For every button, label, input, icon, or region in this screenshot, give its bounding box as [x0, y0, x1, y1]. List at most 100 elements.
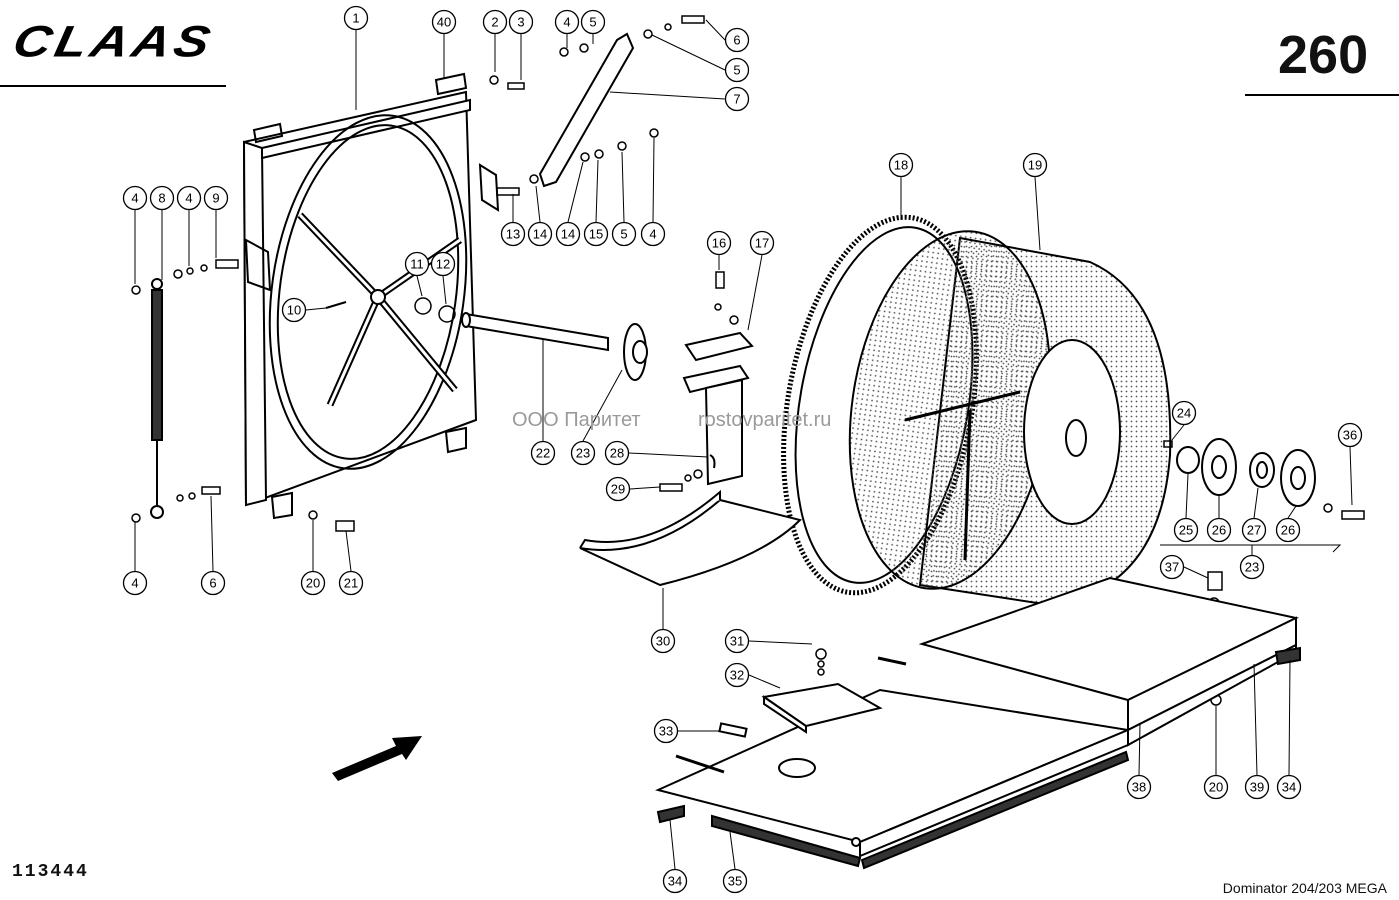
- callout-circle: [604, 440, 630, 466]
- callout-circle: [583, 221, 609, 247]
- base-plate: [654, 576, 1301, 870]
- fasteners: [131, 15, 1365, 706]
- callout-number: 12: [436, 257, 450, 272]
- callout-number: 4: [131, 576, 138, 591]
- callout-circle: [724, 628, 750, 654]
- callout-circle: [640, 221, 666, 247]
- callout-number: 23: [1245, 560, 1259, 575]
- callout-circle: [482, 9, 508, 35]
- page-number: 260: [1278, 25, 1369, 85]
- callout-circle: [1276, 774, 1302, 800]
- callout-number: 36: [1343, 428, 1357, 443]
- callout-number: 23: [576, 446, 590, 461]
- callout-number: 26: [1281, 523, 1295, 538]
- callout-circle: [1275, 517, 1301, 543]
- callout-circle: [749, 230, 775, 256]
- callout-number: 35: [728, 874, 742, 889]
- callout-number: 32: [730, 668, 744, 683]
- callout-number: 21: [344, 576, 358, 591]
- fan-housing: [242, 72, 500, 520]
- fan-drum: [848, 230, 1172, 607]
- callout-circle: [650, 628, 676, 654]
- callout-number: 34: [1282, 780, 1296, 795]
- callout-circle: [611, 221, 637, 247]
- callout-number: 20: [306, 576, 320, 591]
- callout-number: 5: [620, 227, 627, 242]
- callout-circle: [722, 868, 748, 894]
- callout-number: 11: [410, 257, 424, 272]
- callout-number: 6: [209, 576, 216, 591]
- callout-number: 4: [563, 15, 570, 30]
- callout-circle: [1203, 774, 1229, 800]
- callout-circle: [724, 57, 750, 83]
- callout-circle: [431, 9, 457, 35]
- callout-circle: [1337, 422, 1363, 448]
- callout-number: 2: [491, 15, 498, 30]
- callout-number: 4: [649, 227, 656, 242]
- callout-circle: [281, 297, 307, 323]
- bearing-set: [1176, 438, 1316, 507]
- callout-circle: [176, 185, 202, 211]
- callout-circle: [1241, 517, 1267, 543]
- gas-spring: [150, 278, 164, 519]
- callout-number: 10: [287, 303, 301, 318]
- callout-circle: [1022, 152, 1048, 178]
- callout-circle: [122, 570, 148, 596]
- watermark-company: ООО Паритет: [512, 409, 641, 431]
- callout-circle: [555, 221, 581, 247]
- deflector-plate: [579, 489, 802, 587]
- callout-circle: [500, 221, 526, 247]
- callout-number: 37: [1165, 560, 1179, 575]
- callout-number: 6: [733, 33, 740, 48]
- callout-circle: [1206, 517, 1232, 543]
- callout-circle: [1173, 517, 1199, 543]
- callout-number: 39: [1250, 780, 1264, 795]
- callout-circle: [200, 570, 226, 596]
- callout-number: 33: [659, 724, 673, 739]
- callout-circle: [888, 152, 914, 178]
- callout-circle: [1239, 554, 1265, 580]
- callout-circle: [1244, 774, 1270, 800]
- callout-circle: [343, 5, 369, 31]
- callout-number: 22: [536, 446, 550, 461]
- callout-circle: [554, 9, 580, 35]
- callout-circle: [1159, 554, 1185, 580]
- callout-circle: [653, 718, 679, 744]
- callout-number: 17: [755, 236, 769, 251]
- model-name: Dominator 204/203 MEGA: [1222, 880, 1387, 896]
- callout-circle: [149, 185, 175, 211]
- callout-number: 16: [712, 236, 726, 251]
- callout-circle: [404, 251, 430, 277]
- callout-circle: [605, 476, 631, 502]
- callout-number: 25: [1179, 523, 1193, 538]
- fan-shaft: [461, 312, 648, 381]
- callout-number: 8: [158, 191, 165, 206]
- callout-circle: [724, 86, 750, 112]
- callout-circle: [706, 230, 732, 256]
- callout-number: 15: [589, 227, 603, 242]
- callout-circle: [508, 9, 534, 35]
- callout-number: 28: [610, 446, 624, 461]
- callout-circle: [530, 440, 556, 466]
- callout-number: 40: [437, 15, 451, 30]
- callout-circle: [527, 221, 553, 247]
- bracket: [682, 331, 754, 486]
- callout-number: 5: [589, 15, 596, 30]
- callout-number: 34: [668, 874, 682, 889]
- callout-circle: [662, 868, 688, 894]
- direction-arrow-icon: [332, 736, 422, 781]
- callout-number: 29: [611, 482, 625, 497]
- callout-circle: [570, 440, 596, 466]
- callout-circle: [203, 185, 229, 211]
- callout-number: 27: [1247, 523, 1261, 538]
- callout-number: 4: [185, 191, 192, 206]
- callout-number: 19: [1028, 158, 1042, 173]
- callout-circle: [338, 570, 364, 596]
- callout-circle: [300, 570, 326, 596]
- callout-number: 3: [517, 15, 524, 30]
- callout-circle: [1171, 400, 1197, 426]
- callout-number: 18: [894, 158, 908, 173]
